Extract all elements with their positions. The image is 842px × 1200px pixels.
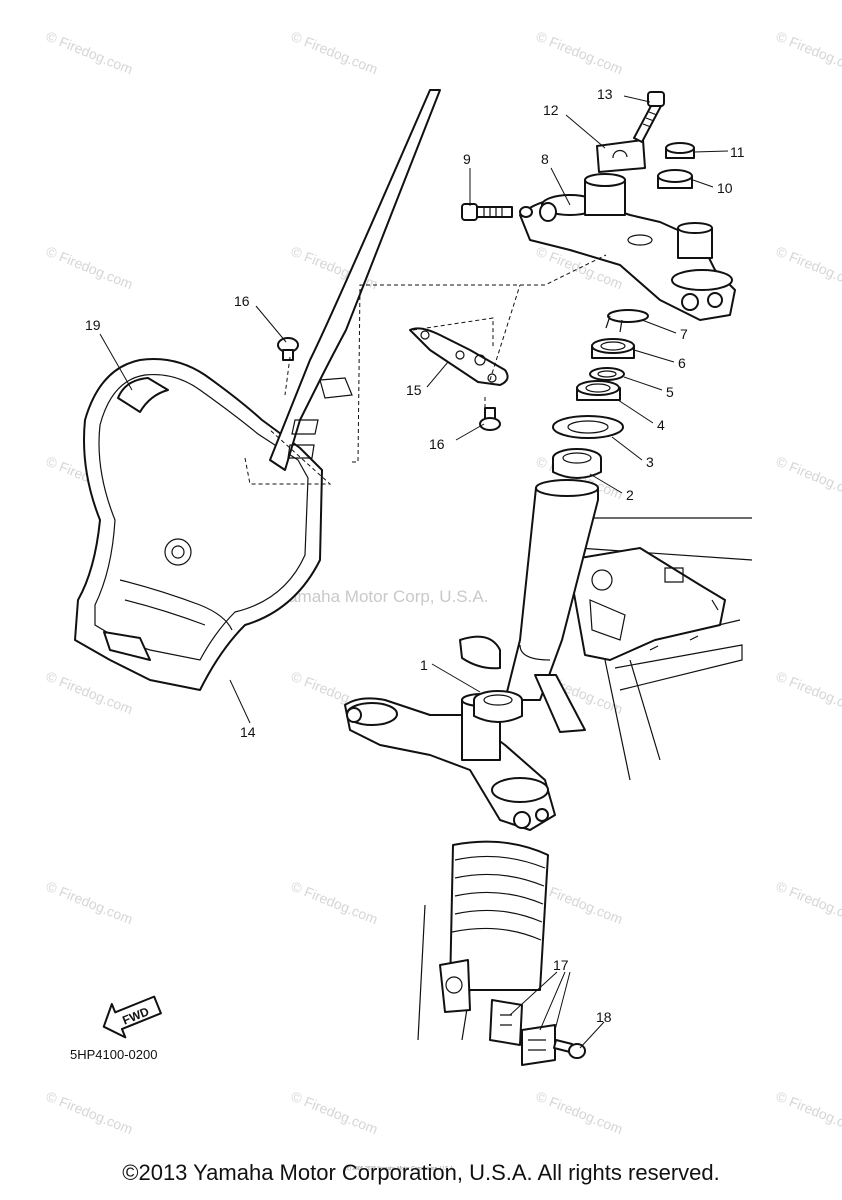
watermark: © Firedog.com: [774, 28, 842, 77]
watermark: © Firedog.com: [774, 1088, 842, 1137]
watermark: © Firedog.com: [289, 28, 380, 77]
callout-labels: 1 2 3 4 5 6 7 8 9 10 11 12 13 14 15 16 1…: [85, 86, 745, 1025]
callout-7: 7: [680, 326, 688, 342]
watermark: © Firedog.com: [44, 1088, 135, 1137]
callout-15: 15: [406, 382, 422, 398]
ring-nut-part-4: [576, 380, 621, 401]
watermark: © Firedog.com: [289, 878, 380, 927]
fwd-arrow-icon: FWD: [102, 995, 162, 1039]
watermark: © Firedog.com: [534, 1088, 625, 1137]
callout-8: 8: [541, 151, 549, 167]
callout-4: 4: [657, 417, 665, 433]
watermark-center: Yamaha Motor Corp, U.S.A.: [278, 587, 488, 606]
watermark: © Firedog.com: [774, 453, 842, 502]
small-notice: (c) 2005-2015 Yamaha Motor Corporation, …: [345, 1166, 455, 1172]
watermark: © Firedog.com: [44, 28, 135, 77]
watermark: © Firedog.com: [44, 878, 135, 927]
frame-and-fork: [417, 479, 753, 1041]
watermark: © Firedog.com: [44, 243, 135, 292]
callout-12: 12: [543, 102, 559, 118]
callout-13: 13: [597, 86, 613, 102]
callout-18: 18: [596, 1009, 612, 1025]
watermark: © Firedog.com: [774, 243, 842, 292]
callout-14: 14: [240, 724, 256, 740]
watermark: © Firedog.com: [774, 878, 842, 927]
watermark: © Firedog.com: [44, 668, 135, 717]
callout-9: 9: [463, 151, 471, 167]
watermark: © Firedog.com: [774, 668, 842, 717]
callout-3: 3: [646, 454, 654, 470]
callout-19: 19: [85, 317, 101, 333]
callout-1: 1: [420, 657, 428, 673]
callout-11: 11: [730, 144, 745, 160]
seal-part-3: [552, 415, 624, 439]
diagram-code: 5HP4100-0200: [70, 1047, 157, 1062]
watermark: © Firedog.com: [289, 1088, 380, 1137]
number-plate-part-14: [74, 89, 441, 691]
callout-5: 5: [666, 384, 674, 400]
cap-part-11: [665, 142, 695, 159]
bearing-part-2: [552, 448, 602, 479]
callout-6: 6: [678, 355, 686, 371]
bearing-part-1: [473, 690, 523, 723]
leader-lines: [99, 95, 729, 1049]
bolt-part-13: [633, 91, 665, 143]
callout-16-lower: 16: [429, 436, 445, 452]
bolt-part-18: [553, 1039, 586, 1059]
watermark: © Firedog.com: [534, 28, 625, 77]
bracket-part-15: [409, 327, 509, 386]
nut-part-10: [657, 169, 693, 189]
copyright-footer: ©2013 Yamaha Motor Corporation, U.S.A. A…: [122, 1160, 720, 1185]
ring-nut-part-6: [591, 338, 635, 359]
bolt-part-16-lower: [479, 407, 501, 431]
bolt-part-9: [461, 203, 533, 221]
watermark: © Firedog.com: [534, 878, 625, 927]
lock-washer-part-7: [605, 309, 649, 333]
callout-17: 17: [553, 957, 569, 973]
clamp-part-12: [596, 139, 646, 173]
lower-bracket: [344, 693, 556, 831]
upper-bracket-part-8: [519, 173, 736, 321]
clamp-part-17: [489, 999, 556, 1066]
assembly-lines: [244, 254, 607, 485]
callout-2: 2: [626, 487, 634, 503]
callout-10: 10: [717, 180, 733, 196]
callout-16-upper: 16: [234, 293, 250, 309]
washer-part-5: [589, 367, 625, 381]
bolt-part-16-upper: [277, 337, 299, 361]
